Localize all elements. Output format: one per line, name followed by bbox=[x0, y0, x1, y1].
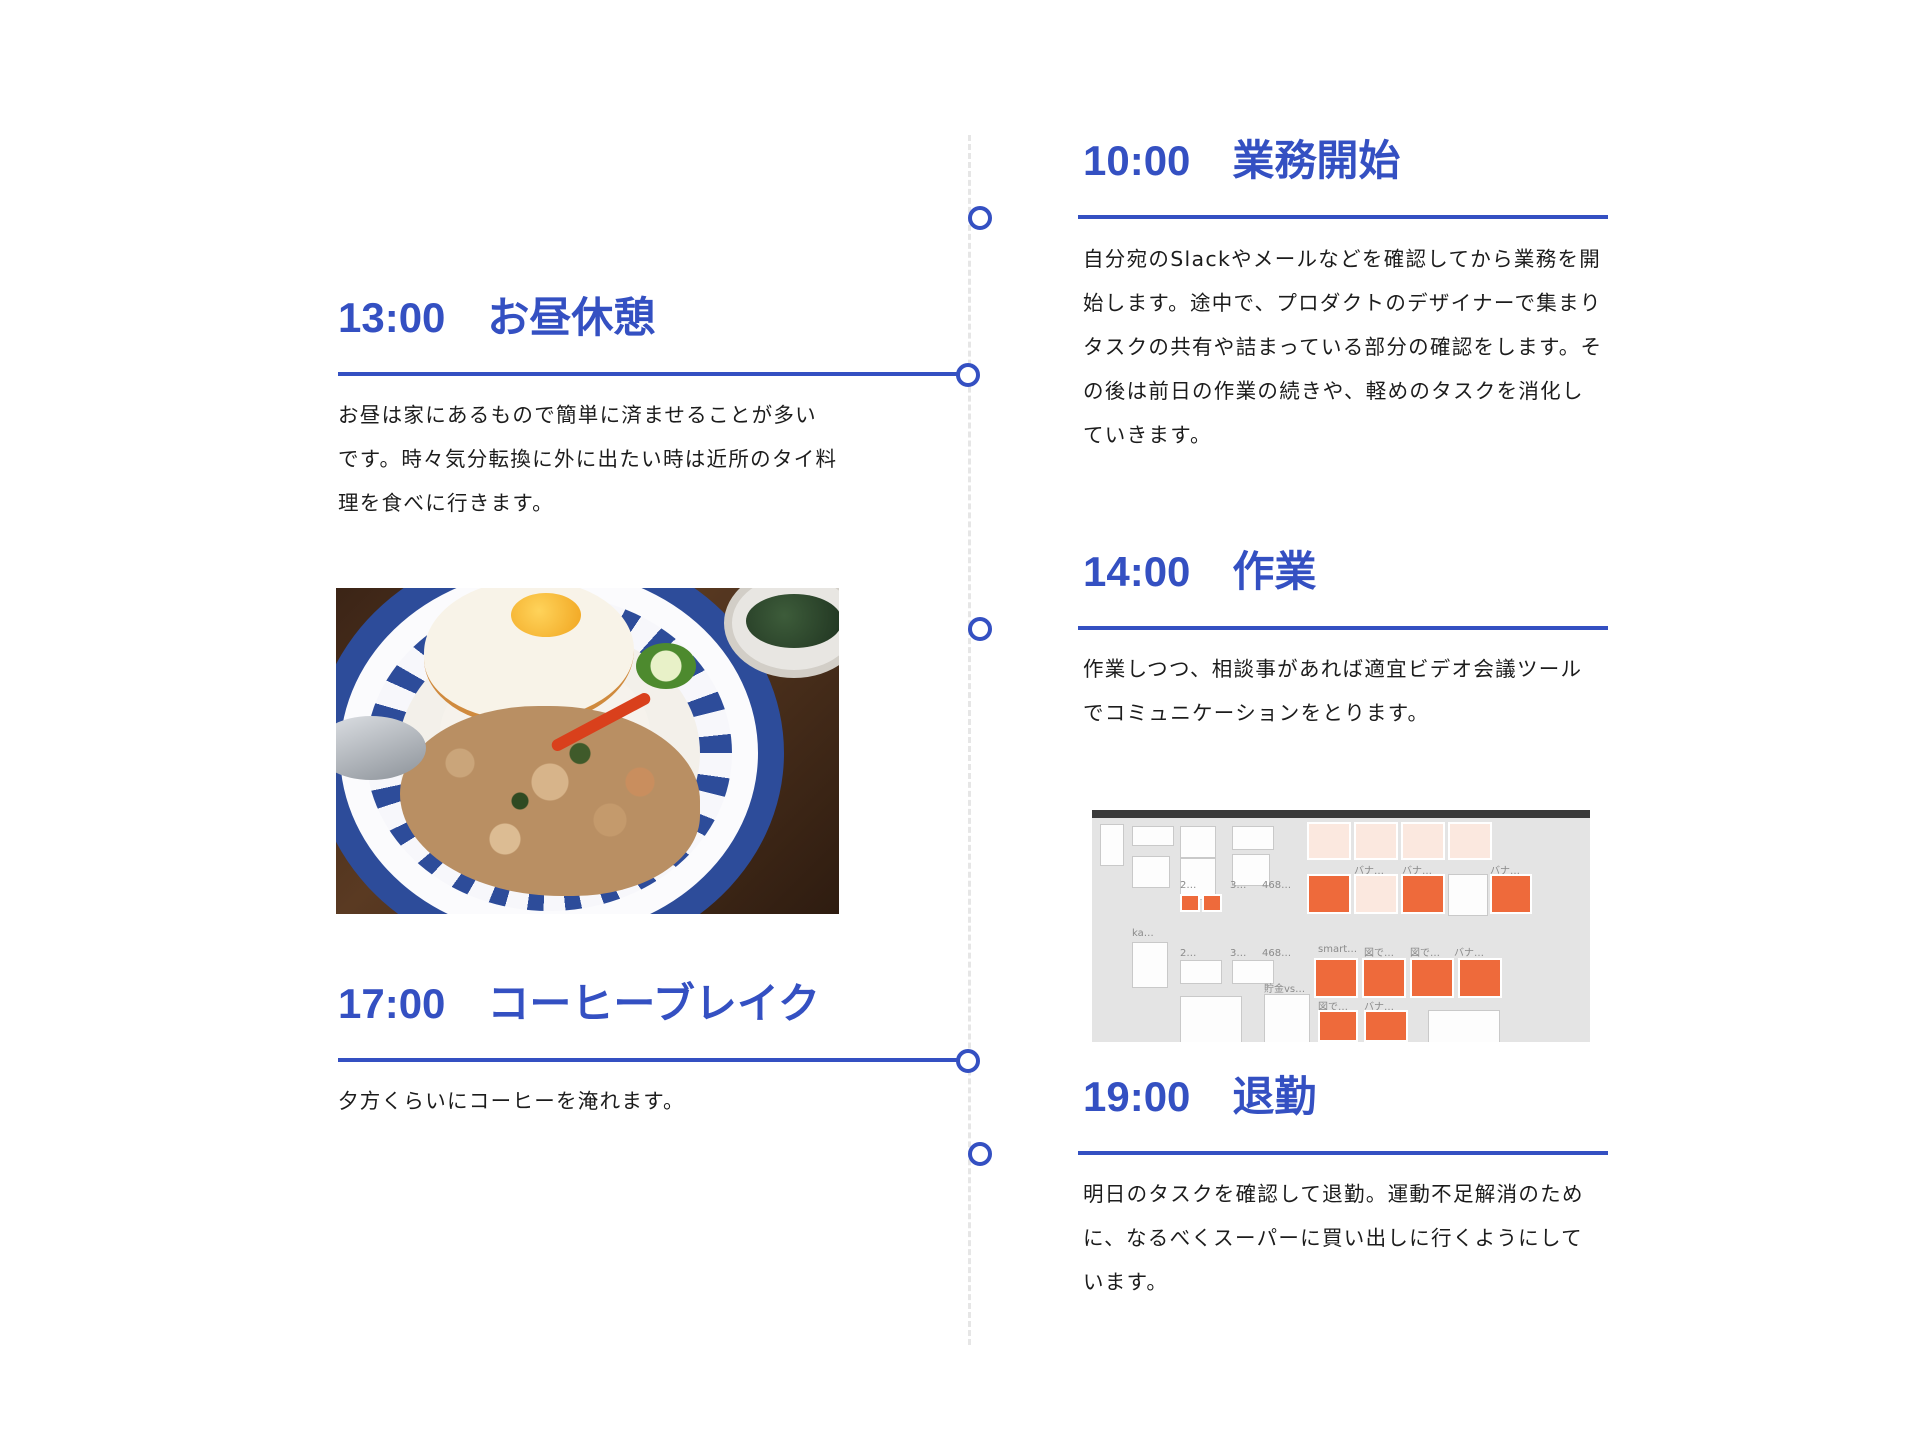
entry-text: 明日のタスクを確認して退勤。運動不足解消のために、なるべくスーパーに買い出しに行… bbox=[1083, 1182, 1584, 1294]
basil-pork bbox=[400, 706, 700, 896]
thumb bbox=[1132, 826, 1174, 846]
entry-text: 夕方くらいにコーヒーを淹れます。 bbox=[338, 1089, 685, 1113]
artboard-label: 2… bbox=[1180, 880, 1197, 891]
artboard-label: 図で… bbox=[1364, 948, 1394, 959]
banner-card bbox=[1458, 958, 1502, 998]
thumb bbox=[1180, 826, 1216, 858]
thumb bbox=[1448, 874, 1488, 916]
entry-rule bbox=[338, 1058, 958, 1062]
thumb bbox=[1100, 824, 1124, 866]
egg-yolk bbox=[511, 593, 581, 637]
timeline-axis bbox=[968, 135, 971, 1345]
artboard-label: 468… bbox=[1262, 948, 1292, 959]
entry-text: 自分宛のSlackやメールなどを確認してから業務を開始します。途中で、プロダクト… bbox=[1083, 247, 1603, 447]
entry-rule bbox=[1078, 1151, 1608, 1155]
timeline-node bbox=[968, 1142, 992, 1166]
entry-title: 14:00 作業 bbox=[1083, 548, 1317, 595]
design-work-screenshot: バナ… バナ… バナ… 2… 3… 468… ka… 2… 3… 468… sm… bbox=[1092, 810, 1590, 1042]
timeline-node bbox=[968, 617, 992, 641]
artboard-label: 図で… bbox=[1318, 1002, 1348, 1013]
entry-title: 10:00 業務開始 bbox=[1083, 137, 1401, 184]
banner-card bbox=[1401, 874, 1445, 914]
artboard-label: 2… bbox=[1180, 948, 1197, 959]
entry-rule bbox=[1078, 626, 1608, 630]
entry-rule bbox=[338, 372, 958, 376]
thai-food-photo bbox=[336, 588, 839, 914]
thumb bbox=[1132, 942, 1168, 988]
thumb bbox=[1180, 996, 1242, 1042]
banner-card bbox=[1318, 1010, 1358, 1042]
spoon bbox=[336, 716, 426, 780]
banner-card bbox=[1362, 958, 1406, 998]
entry-title: 19:00 退勤 bbox=[1083, 1073, 1317, 1120]
artboard-label: smart… bbox=[1318, 944, 1358, 955]
artboard-label: 3… bbox=[1230, 880, 1247, 891]
banner-card bbox=[1307, 822, 1351, 860]
banner-card bbox=[1307, 874, 1351, 914]
entry-text: お昼は家にあるもので簡単に済ませることが多いです。時々気分転換に外に出たい時は近… bbox=[338, 403, 838, 515]
thumb bbox=[1180, 858, 1216, 900]
cucumber-slice bbox=[636, 643, 696, 689]
banner-card bbox=[1354, 874, 1398, 914]
artboard-label: ka… bbox=[1132, 928, 1154, 939]
thumb bbox=[1232, 826, 1274, 850]
thumb bbox=[1428, 1010, 1500, 1042]
entry-rule bbox=[1078, 215, 1608, 219]
artboard-label: 図で… bbox=[1410, 948, 1440, 959]
banner-card bbox=[1410, 958, 1454, 998]
artboard-label: バナ… bbox=[1454, 948, 1484, 959]
thumb bbox=[1264, 994, 1310, 1042]
thumb bbox=[1232, 960, 1274, 984]
banner-card bbox=[1401, 822, 1445, 860]
app-toolbar bbox=[1092, 810, 1590, 818]
timeline-node bbox=[956, 363, 980, 387]
banner-card bbox=[1180, 894, 1200, 912]
banner-card bbox=[1202, 894, 1222, 912]
timeline-node bbox=[956, 1049, 980, 1073]
banner-card bbox=[1490, 874, 1532, 914]
entry-text: 作業しつつ、相談事があれば適宜ビデオ会議ツールでコミュニケーションをとります。 bbox=[1083, 657, 1583, 725]
thumb bbox=[1180, 960, 1222, 984]
banner-card bbox=[1448, 822, 1492, 860]
artboard-label: 3… bbox=[1230, 948, 1247, 959]
timeline-node bbox=[968, 206, 992, 230]
banner-card bbox=[1354, 822, 1398, 860]
artboard-label: バナ… bbox=[1490, 866, 1520, 877]
soup bbox=[746, 594, 839, 648]
entry-title: 13:00 お昼休憩 bbox=[338, 294, 656, 341]
thumb bbox=[1132, 856, 1170, 888]
thumb bbox=[1232, 854, 1270, 886]
entry-title: 17:00 コーヒーブレイク bbox=[338, 980, 821, 1027]
artboard-label: バナ… bbox=[1402, 866, 1432, 877]
artboard-label: 貯金vs… bbox=[1264, 984, 1306, 995]
artboard-label: 468… bbox=[1262, 880, 1292, 891]
banner-card bbox=[1314, 958, 1358, 998]
artboard-label: バナ… bbox=[1354, 866, 1384, 877]
banner-card bbox=[1364, 1010, 1408, 1042]
artboard-label: バナ… bbox=[1364, 1002, 1394, 1013]
